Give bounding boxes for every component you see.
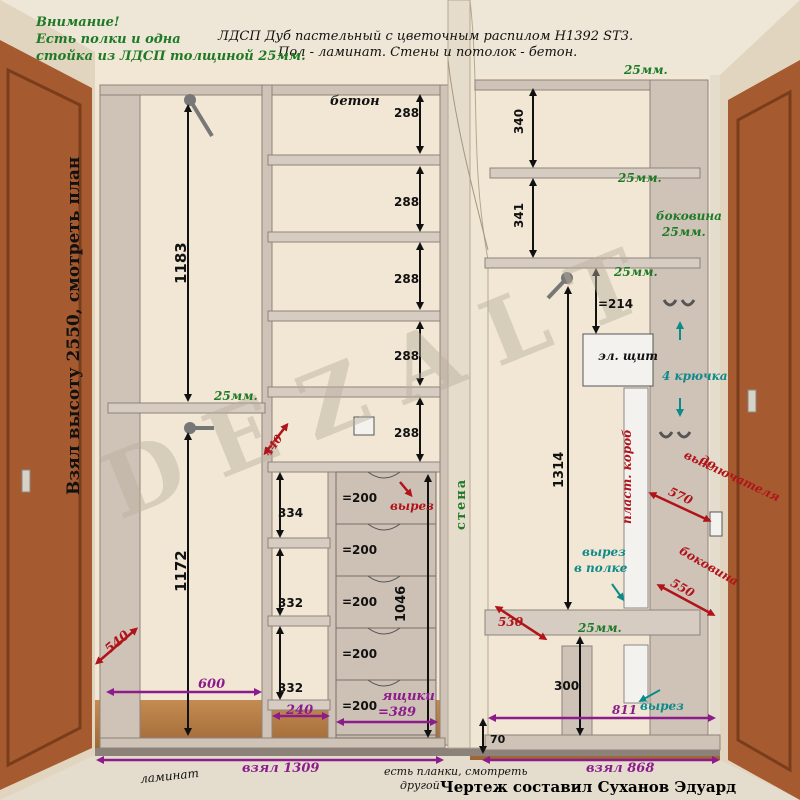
dimension-lines bbox=[184, 88, 600, 754]
drawer-height-2: =200 bbox=[342, 543, 378, 557]
wall-note-1: есть планки, смотреть bbox=[384, 765, 528, 778]
drawer-height-3: =200 bbox=[342, 595, 378, 609]
plastic-box-label: пласт. короб bbox=[620, 429, 634, 524]
shelf-height-1: 288 bbox=[394, 106, 420, 120]
dim-300: 300 bbox=[554, 679, 580, 693]
cutout-label: вырез bbox=[390, 499, 434, 513]
right-shelf2-note: 25мм. bbox=[618, 171, 662, 185]
cutout-2: вырез bbox=[640, 699, 684, 713]
author-credit: Чертеж составил Суханов Эдуард bbox=[440, 778, 737, 796]
hooks bbox=[658, 299, 696, 439]
dim-530: 530 bbox=[498, 615, 524, 629]
shelf-height-4: 288 bbox=[394, 349, 420, 363]
lower-shelf-2: 332 bbox=[278, 596, 304, 610]
height-note: Взял высоту 2550, смотреть план bbox=[64, 156, 84, 495]
dim-1046: 1046 bbox=[394, 585, 409, 622]
warning-line-1: Внимание! bbox=[36, 15, 120, 30]
shelf-height-2: 288 bbox=[394, 195, 420, 209]
purple-dimension-lines bbox=[96, 688, 720, 764]
lower-shelf-1: 334 bbox=[278, 506, 304, 520]
hooks-label: 4 крючка bbox=[662, 369, 728, 383]
dim-340: 340 bbox=[512, 108, 526, 134]
cutout-shelf-2: в полке bbox=[574, 561, 628, 575]
rail-hangers bbox=[184, 94, 573, 434]
warning-line-2: Есть полки и одна bbox=[36, 32, 181, 47]
electric-panel: эл. щит bbox=[598, 349, 658, 363]
right-bottom-shelf-note: 25мм. bbox=[578, 621, 622, 635]
right-width-total: взял 868 bbox=[586, 761, 655, 776]
drawer-height-1: =200 bbox=[342, 491, 378, 505]
beton-label: бетон bbox=[330, 94, 380, 109]
drawer-height-4: =200 bbox=[342, 647, 378, 661]
side-note-2: 25мм. bbox=[662, 225, 706, 239]
title-line-2: Пол - ламинат. Стены и потолок - бетон. bbox=[278, 45, 578, 60]
dim-811: 811 bbox=[612, 703, 638, 717]
dim-341: 341 bbox=[512, 202, 526, 228]
cutout-shelf-1: вырез bbox=[582, 545, 626, 559]
dim-214: =214 bbox=[598, 297, 634, 311]
dim-600: 600 bbox=[198, 677, 226, 692]
dim-70: 70 bbox=[490, 733, 506, 746]
shelf-height-5: 288 bbox=[394, 426, 420, 440]
shelf-height-3: 288 bbox=[394, 272, 420, 286]
lower-shelf-3: 332 bbox=[278, 681, 304, 695]
drawers-width: =389 bbox=[378, 705, 417, 720]
right-door bbox=[728, 60, 800, 800]
warning-line-3: стойка из ЛДСП толщиной 25мм. bbox=[36, 49, 306, 64]
right-top-note: 25мм. bbox=[624, 63, 668, 77]
side-note-1: боковина bbox=[656, 209, 722, 223]
drawer-height-5: =200 bbox=[342, 699, 378, 713]
ceiling bbox=[0, 0, 800, 90]
teal-arrows bbox=[611, 321, 684, 702]
wall-label: стена bbox=[454, 477, 469, 530]
dim-1172: 1172 bbox=[172, 550, 190, 592]
title-line-1: ЛДСП Дуб пастельный с цветочным распилом… bbox=[218, 29, 634, 44]
right-shelf3-note: 25мм. bbox=[614, 265, 658, 279]
dim-1183: 1183 bbox=[172, 242, 190, 284]
shelf-note-left: 25мм. bbox=[214, 389, 258, 403]
drawers-label: ящики bbox=[382, 689, 435, 704]
dim-1314: 1314 bbox=[552, 451, 567, 488]
left-door bbox=[0, 40, 92, 790]
red-dimension-lines bbox=[94, 422, 716, 665]
left-width-total: взял 1309 bbox=[242, 761, 320, 776]
dim-240: 240 bbox=[286, 703, 314, 718]
